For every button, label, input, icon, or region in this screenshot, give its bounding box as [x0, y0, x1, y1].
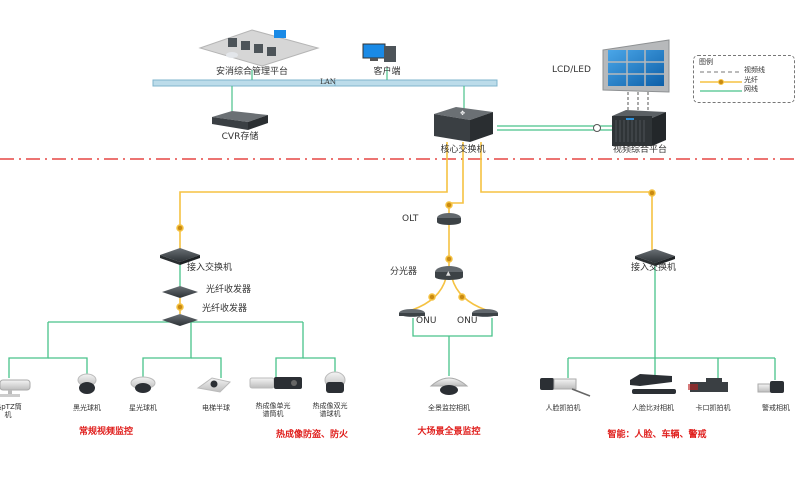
transceiver-2-label: 光纤收发器: [202, 304, 248, 314]
left-access-switch-label: 接入交换机: [187, 263, 233, 273]
left-drop-2: [142, 322, 192, 378]
olt-label: OLT: [402, 214, 419, 224]
dome-camera-starlight-icon: [130, 376, 156, 393]
left-drop-3: [275, 322, 304, 378]
right-access-switch-icon: [635, 249, 675, 266]
video-platform-label: 视频综合平台: [612, 145, 668, 155]
olt-icon: [437, 213, 461, 225]
management-platform-icon: [198, 29, 320, 67]
face-comparison-camera-icon: [630, 374, 676, 394]
group-label-intelligent: 智能：人脸、车辆、警戒: [607, 430, 707, 440]
right-access-switch-label: 接入交换机: [631, 263, 677, 273]
onu-left-icon: [399, 309, 425, 317]
thermal-bullet-camera-icon: [249, 377, 302, 389]
cvr-label: CVR存储: [221, 132, 259, 142]
device-label: 警戒相机: [762, 404, 790, 412]
fiber-transceiver-icon-2: [162, 314, 198, 326]
group-label-thermal: 热成像防盗、防火: [275, 430, 349, 440]
fiber-node: [445, 255, 453, 263]
fiber-core-to-right: [480, 142, 653, 250]
legend-label-fiber: 光纤: [744, 76, 758, 84]
legend-title: 图例: [699, 58, 713, 66]
dome-camera-black-light-icon: [77, 373, 97, 394]
thermal-dome-camera-icon: [324, 371, 346, 393]
lan-label: LAN: [320, 78, 336, 86]
fiber-transceiver-icon-1: [162, 286, 198, 298]
device-label: 人脸抓拍机: [545, 404, 581, 412]
core-switch-icon: ✥: [434, 107, 493, 142]
lan-bus: [152, 79, 336, 87]
left-drop-1: [8, 322, 49, 378]
onu-left-label: ONU: [416, 316, 437, 326]
fiber-node: [176, 303, 184, 311]
fiber-node: [458, 293, 466, 301]
splitter-label: 分光器: [390, 267, 418, 277]
left-access-switch-icon: [160, 248, 200, 265]
device-label: 人脸比对相机: [632, 404, 674, 412]
device-label: 黑光球机: [73, 404, 101, 412]
alert-camera-icon: [757, 381, 784, 393]
svg-text:✥: ✥: [460, 110, 465, 117]
splitter-icon: ▲: [435, 266, 463, 280]
transceiver-1-label: 光纤收发器: [206, 285, 252, 295]
fiber-splitter-to-onu-left: [411, 277, 447, 311]
fiber-node: [428, 293, 436, 301]
lcd-led-label: LCD/LED: [552, 65, 591, 75]
client-pc-icon: [362, 43, 396, 62]
mgmt-platform-label: 安消综合管理平台: [215, 67, 289, 77]
device-label: 热pTZ筒机: [0, 403, 22, 419]
device-label: 热成像单光谱筒机: [255, 402, 291, 418]
group-label-regular-video: 常规视频监控: [78, 427, 134, 437]
lan-bus-extension: [334, 79, 498, 87]
onu-right-icon: [472, 309, 498, 317]
onu-merge: [412, 318, 493, 337]
legend-label-video-line: 视频线: [744, 66, 765, 74]
legend-samples: [700, 71, 742, 92]
video-link-connector: [593, 124, 601, 132]
fiber-node: [648, 189, 656, 197]
panoramic-camera-icon: [429, 377, 469, 395]
ptz-bullet-camera-icon: [0, 379, 31, 397]
panoramic-camera-label: 全景监控相机: [428, 404, 470, 412]
lcd-led-wall-icon: [602, 39, 670, 93]
onu-right-label: ONU: [457, 316, 478, 326]
core-switch-label: 核心交换机: [440, 145, 486, 155]
video-platform-icon: [612, 110, 666, 146]
device-label: 星光球机: [129, 404, 157, 412]
left-drop-1b: [48, 357, 88, 375]
device-label: 卡口抓拍机: [695, 404, 731, 412]
svg-text:▲: ▲: [446, 270, 451, 277]
device-label: 电梯半球: [202, 404, 230, 412]
left-drop-2b: [191, 357, 222, 378]
checkpoint-capture-camera-icon: [688, 378, 728, 392]
cvr-storage-icon: [212, 111, 268, 130]
fiber-core-to-olt: [448, 142, 464, 215]
elevator-dome-camera-icon: [196, 377, 231, 393]
fiber-core-to-left: [179, 142, 448, 250]
group-label-panoramic: 大场景全景监控: [417, 427, 481, 437]
fiber-node: [445, 201, 453, 209]
left-drop-3b: [303, 357, 336, 374]
face-capture-camera-icon: [540, 378, 591, 397]
device-label: 热成像双光谱球机: [312, 402, 348, 418]
legend-label-network-cable: 网线: [744, 85, 758, 93]
fiber-node: [176, 224, 184, 232]
fiber-splitter-to-onu-right: [451, 277, 487, 311]
client-label: 客户端: [373, 67, 401, 77]
